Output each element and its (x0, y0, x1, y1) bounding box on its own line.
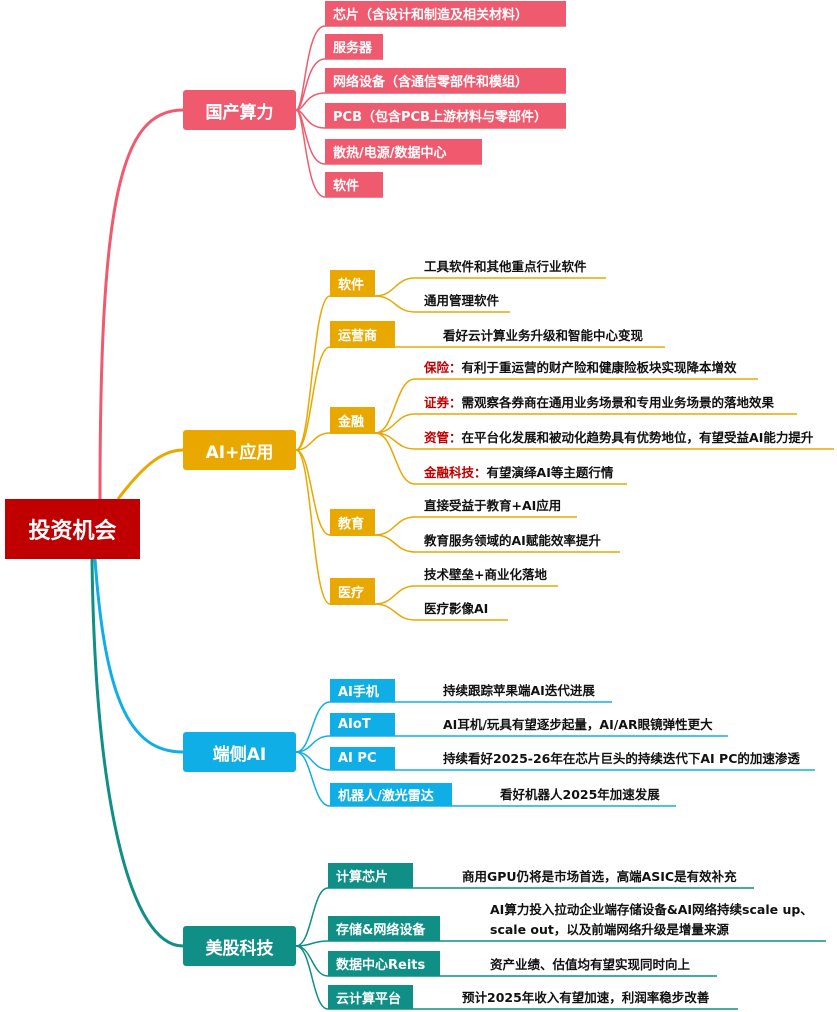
leaf-medical-tech: 技术壁垒+商业化落地 (424, 567, 547, 582)
sub-storage-network: 存储&网络设备 (328, 916, 440, 941)
sub-robot-lidar: 机器人/激光雷达 (330, 783, 452, 806)
leaf-general-mgmt-software: 通用管理软件 (424, 293, 500, 308)
leaf-cloud-platform: 预计2025年收入有望加速，利润率稳步改善 (462, 990, 710, 1005)
sub-education: 教育 (330, 509, 375, 536)
leaf-compute-chip: 商用GPU仍将是市场首选，高端ASIC是有效补充 (462, 869, 737, 884)
sub-ai-pc: AI PC (330, 747, 395, 770)
branch-ai-app: AI+应用 (183, 430, 296, 470)
sub-ai-phone: AI手机 (330, 679, 395, 702)
leaf-medical-imaging: 医疗影像AI (424, 601, 489, 616)
branch-edge-ai: 端侧AI (183, 732, 296, 772)
leaf-aiot: AI耳机/玩具有望逐步起量，AI/AR眼镜弹性更大 (443, 717, 713, 732)
leaf-insurance: 保险：有利于重运营的财产险和健康险板块实现降本增效 (424, 360, 737, 375)
item-chip: 芯片（含设计和制造及相关材料） (325, 1, 566, 26)
leaf-dc-reits: 资产业绩、估值均有望实现同时向上 (490, 957, 691, 972)
item-software: 软件 (325, 172, 383, 197)
item-cooling-power-dc: 散热/电源/数据中心 (325, 139, 482, 164)
sub-finance: 金融 (330, 407, 375, 434)
leaf-storage-network-2: scale out，以及前端网络升级是增量来源 (490, 922, 729, 937)
sub-compute-chip: 计算芯片 (328, 863, 413, 888)
leaf-robot: 看好机器人2025年加速发展 (500, 787, 660, 802)
root-node: 投资机会 (5, 499, 140, 559)
sub-medical: 医疗 (330, 578, 375, 605)
leaf-tool-software: 工具软件和其他重点行业软件 (424, 259, 587, 274)
branch-us-tech: 美股科技 (183, 926, 296, 966)
item-pcb: PCB（包含PCB上游材料与零部件） (325, 103, 566, 128)
leaf-edu-efficiency: 教育服务领域的AI赋能效率提升 (424, 533, 601, 548)
branch-guochan-suanli: 国产算力 (183, 90, 296, 130)
leaf-operator: 看好云计算业务升级和智能中心变现 (443, 328, 644, 343)
leaf-securities: 证券：需观察各券商在通用业务场景和专用业务场景的落地效果 (424, 395, 775, 410)
sub-operator: 运营商 (330, 321, 395, 348)
sub-dc-reits: 数据中心Reits (328, 951, 440, 976)
leaf-edu-ai: 直接受益于教育+AI应用 (424, 498, 562, 513)
sub-aiot: AIoT (330, 713, 395, 736)
sub-software: 软件 (330, 270, 375, 297)
sub-cloud-platform: 云计算平台 (328, 985, 413, 1009)
leaf-fintech: 金融科技：有望演绎AI等主题行情 (424, 465, 614, 480)
leaf-asset-mgmt: 资管：在平台化发展和被动化趋势具有优势地位，有望受益AI能力提升 (424, 430, 814, 445)
item-network-equipment: 网络设备（含通信零部件和模组） (325, 68, 566, 93)
item-server: 服务器 (325, 34, 383, 59)
leaf-ai-pc: 持续看好2025-26年在芯片巨头的持续迭代下AI PC的加速渗透 (443, 751, 800, 766)
leaf-ai-phone: 持续跟踪苹果端AI迭代进展 (443, 683, 595, 698)
leaf-storage-network-1: AI算力投入拉动企业端存储设备&AI网络持续scale up、 (490, 902, 813, 917)
